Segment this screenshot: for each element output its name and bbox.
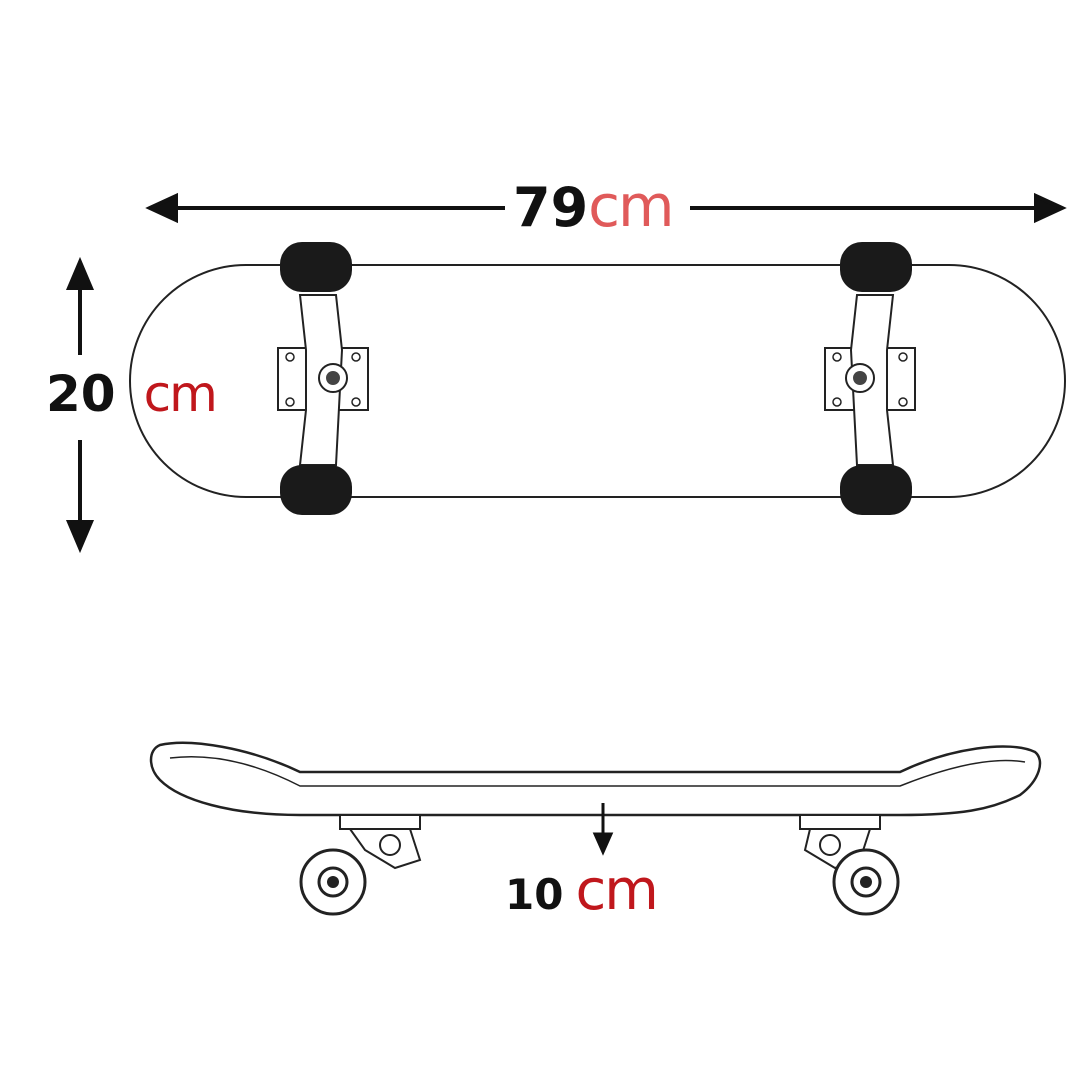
right-wheels (840, 242, 912, 515)
left-truck-side (339, 814, 422, 870)
left-truck (277, 294, 369, 466)
width-label: 20 cm (46, 365, 218, 423)
height-dimension-arrow (592, 803, 614, 856)
skateboard-side-view (149, 741, 1042, 916)
height-unit: cm (575, 858, 658, 923)
right-wheel-side (832, 848, 900, 916)
length-label: 79 cm (513, 172, 675, 240)
width-dimension-arrow (65, 256, 95, 554)
length-unit: cm (588, 172, 674, 240)
left-wheel-side (299, 848, 367, 916)
right-truck (824, 294, 916, 466)
left-wheels (280, 242, 352, 515)
height-value: 10 (505, 870, 564, 919)
deck-top-outline (129, 264, 1066, 498)
width-unit: cm (143, 365, 218, 423)
deck-side-outline (149, 741, 1042, 817)
skateboard-top-view (129, 242, 1066, 515)
width-value: 20 (46, 365, 116, 423)
height-label: 10 cm (505, 858, 659, 923)
length-value: 79 (513, 176, 589, 239)
length-dimension-arrow (145, 192, 1067, 224)
